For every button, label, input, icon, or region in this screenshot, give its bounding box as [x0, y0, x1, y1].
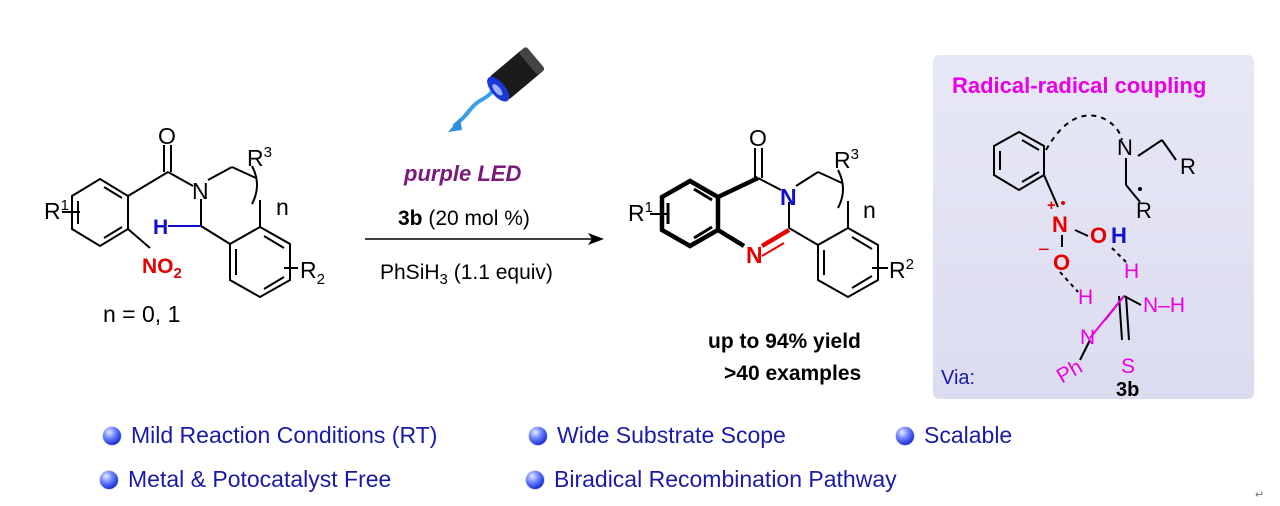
product-imine-n: N [746, 242, 763, 268]
reactant-r2: R2 [300, 257, 325, 288]
bullet-icon [103, 426, 121, 445]
reactant-n-label: n [276, 194, 289, 220]
bullet-icon [529, 426, 547, 445]
mech-r-bottom: R [1136, 198, 1152, 223]
product-r2: R2 [889, 256, 914, 283]
mech-oh-o: O [1090, 223, 1107, 248]
repeat-bracket [251, 165, 258, 205]
feature-biradical-pathway: Biradical Recombination Pathway [526, 466, 897, 493]
mech-nitro-o: O [1053, 250, 1070, 275]
product-r3: R3 [834, 146, 859, 173]
mech-h-left: H [1078, 286, 1093, 309]
feature-metal-free: Metal & Potocatalyst Free [100, 466, 391, 493]
mechanism-structure [993, 130, 1177, 361]
mech-nh-right: N–H [1143, 294, 1185, 317]
mech-n-left: N [1080, 326, 1095, 349]
reactant-carbonyl-o: O [158, 123, 176, 149]
feature-label: Scalable [924, 422, 1013, 448]
purple-led-icon [448, 47, 545, 132]
product-amide-n: N [780, 184, 797, 210]
reactant-n-values: n = 0, 1 [103, 301, 180, 327]
radical-dot-n [1138, 187, 1142, 191]
mech-catalyst-label: 3b [1116, 379, 1139, 401]
reactant-r1: R1 [44, 197, 69, 224]
reductant-condition: PhSiH3 (1.1 equiv) [380, 261, 553, 288]
radical-coupling-dash [1045, 114, 1123, 151]
reactant-nitro: NO2 [142, 255, 182, 282]
mech-r-top: R [1180, 154, 1196, 179]
bullet-icon [526, 470, 544, 489]
product-r1: R1 [628, 199, 653, 226]
mech-ph: Ph [1053, 355, 1087, 388]
imine-bond-second [761, 242, 785, 257]
mech-oh-h: H [1111, 223, 1127, 248]
mech-h-right: H [1124, 260, 1139, 283]
mech-nitro-n: N [1052, 212, 1068, 237]
yield-text: up to 94% yield [708, 330, 861, 353]
product-repeat-bracket [837, 169, 844, 209]
reactant-r3: R3 [247, 144, 272, 171]
product-carbonyl-o: O [749, 125, 767, 151]
led-label: purple LED [403, 161, 521, 186]
examples-text: >40 examples [724, 362, 861, 385]
catalyst-condition: 3b (20 mol %) [398, 207, 530, 230]
hbond-left [1059, 271, 1079, 293]
product-n-label: n [863, 197, 876, 223]
product-structure [659, 148, 879, 299]
reactant-structure [71, 145, 291, 299]
feature-label: Metal & Potocatalyst Free [128, 466, 392, 492]
mechanism-panel [933, 55, 1254, 399]
mech-amine-n: N [1117, 135, 1133, 160]
mech-minus: − [1038, 239, 1050, 261]
reactant-hydrogen: H [153, 216, 168, 239]
imine-bond [760, 228, 791, 248]
feature-mild-conditions: Mild Reaction Conditions (RT) [103, 422, 437, 449]
bullet-icon [100, 470, 118, 489]
feature-substrate-scope: Wide Substrate Scope [529, 422, 786, 449]
feature-label: Wide Substrate Scope [557, 422, 786, 448]
thiourea-bond [1089, 295, 1125, 339]
mech-s-atom: S [1121, 355, 1135, 378]
mech-nitro-charge: + [1047, 197, 1056, 214]
mechanism-title: Radical-radical coupling [952, 73, 1206, 98]
reactant-amine-n: N [192, 178, 209, 204]
mech-via: Via: [941, 367, 975, 389]
feature-label: Biradical Recombination Pathway [554, 466, 897, 492]
bullet-icon [896, 426, 914, 445]
paragraph-mark-icon: ↵ [1255, 489, 1265, 501]
feature-label: Mild Reaction Conditions (RT) [131, 422, 438, 448]
radical-dot-nitro [1061, 201, 1065, 205]
feature-scalable: Scalable [896, 422, 1012, 449]
hbond-right [1111, 247, 1127, 263]
arrow-head [588, 233, 604, 245]
